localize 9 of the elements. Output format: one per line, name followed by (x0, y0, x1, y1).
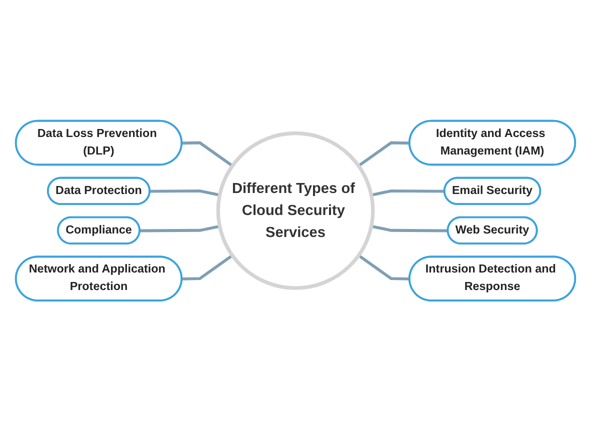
connector (150, 190, 220, 197)
connector (358, 254, 410, 281)
connector (140, 225, 220, 233)
connector (182, 254, 234, 281)
connector (358, 142, 410, 168)
connector (182, 142, 234, 168)
node-circle: Different Types of Cloud Security Services (216, 132, 375, 290)
connector (371, 225, 448, 233)
connector (371, 190, 445, 197)
